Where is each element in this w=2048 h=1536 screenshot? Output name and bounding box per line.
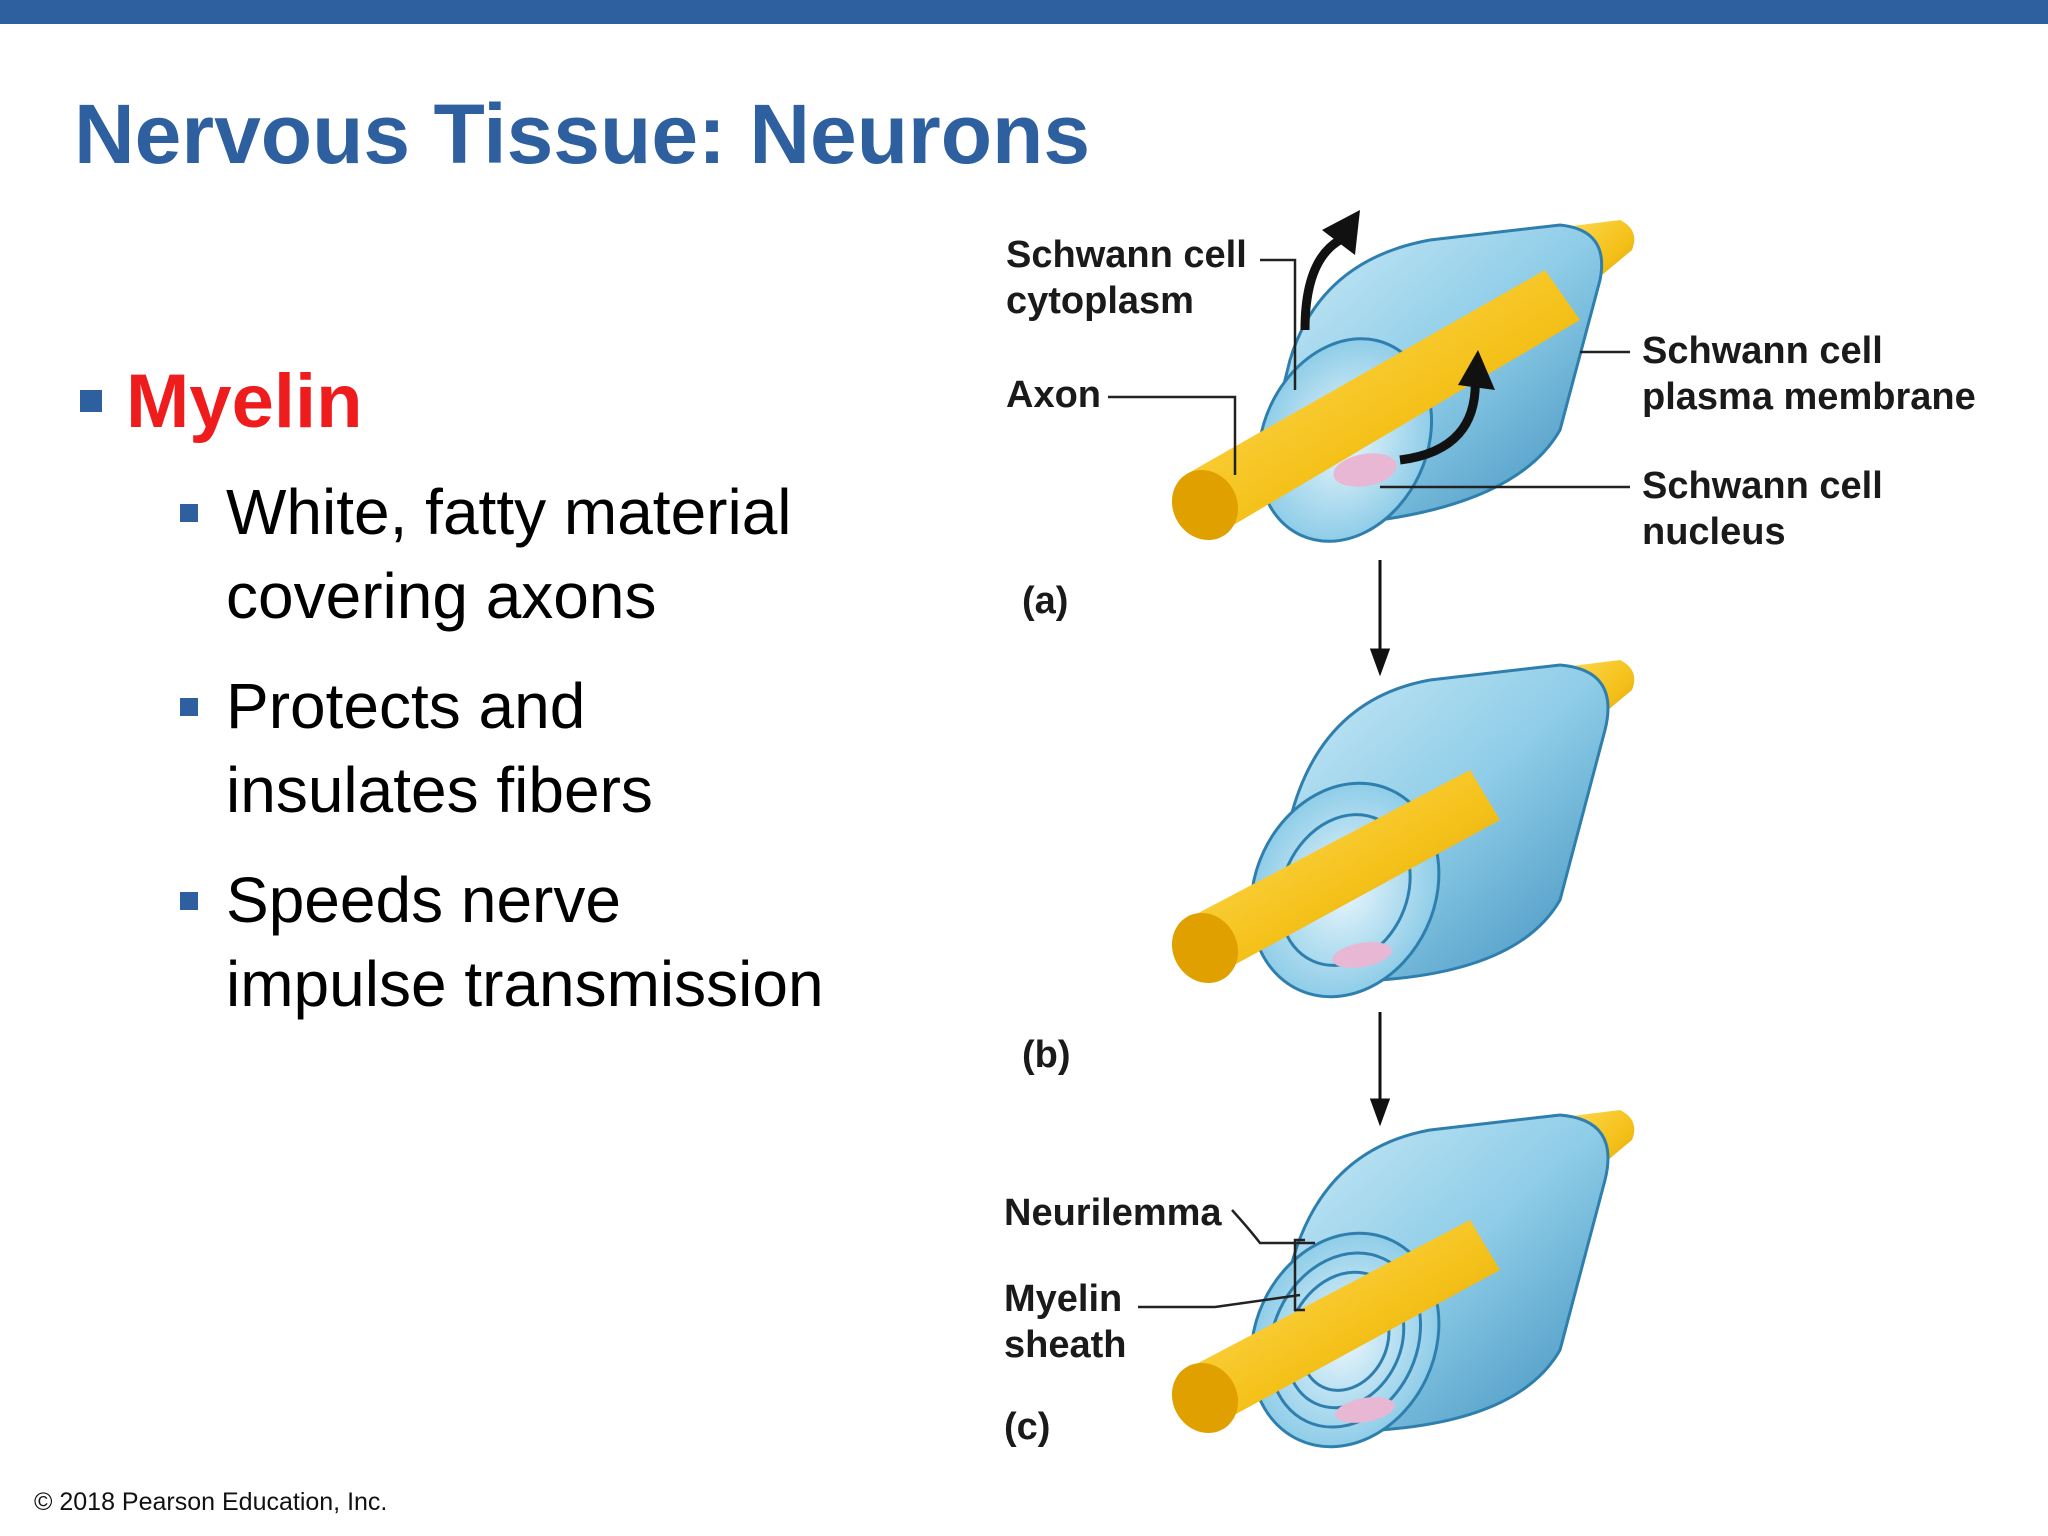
- sub-bullet-line: White, fatty material: [226, 475, 792, 548]
- label-neurilemma: Neurilemma: [1004, 1192, 1222, 1234]
- panel-a-drawing: [1171, 210, 1635, 543]
- leader-lines: [1108, 258, 1630, 1312]
- bullet-list: Myelin White, fatty material covering ax…: [76, 360, 976, 1026]
- bullet-marker: [80, 390, 102, 412]
- bullet-myelin: Myelin: [76, 360, 976, 444]
- myelination-svg: [1108, 210, 1635, 1449]
- copyright-notice: © 2018 Pearson Education, Inc.: [34, 1488, 388, 1516]
- top-bar: [0, 0, 2048, 24]
- sub-bullet-line: insulates fibers: [226, 753, 653, 826]
- myelination-diagram: Schwann cell cytoplasm Axon Schwann cell…: [960, 200, 2048, 1490]
- label-myelin-sheath: Myelin sheath: [1004, 1278, 1127, 1366]
- panel-label-b: (b): [1022, 1034, 1071, 1076]
- bullet-label: Myelin: [126, 359, 363, 444]
- panel-label-a: (a): [1022, 580, 1069, 622]
- panel-label-c: (c): [1004, 1406, 1051, 1448]
- slide-title: Nervous Tissue: Neurons: [74, 87, 1091, 181]
- sub-bullet: White, fatty material covering axons: [76, 470, 976, 638]
- sub-bullet-line: Protects and: [226, 669, 586, 742]
- sub-bullet-line: Speeds nerve: [226, 863, 621, 936]
- sub-bullet-line: covering axons: [226, 559, 657, 632]
- label-schwann-cytoplasm: Schwann cell cytoplasm: [1006, 234, 1247, 322]
- sub-bullet-marker: [180, 503, 198, 522]
- label-schwann-nucleus: Schwann cell nucleus: [1642, 465, 1883, 553]
- sub-bullet: Protects and insulates fibers: [76, 664, 976, 832]
- label-axon: Axon: [1006, 374, 1101, 416]
- sub-bullet-line: impulse transmission: [226, 947, 824, 1020]
- sub-bullet-list: White, fatty material covering axons Pro…: [76, 470, 976, 1026]
- sub-bullet: Speeds nerve impulse transmission: [76, 858, 976, 1026]
- panel-b-drawing: [1171, 660, 1635, 999]
- transition-arrows: [1369, 560, 1391, 1127]
- sub-bullet-marker: [180, 891, 198, 910]
- panel-c-drawing: [1171, 1110, 1635, 1449]
- sub-bullet-marker: [180, 697, 198, 716]
- label-schwann-membrane: Schwann cell plasma membrane: [1642, 330, 1976, 418]
